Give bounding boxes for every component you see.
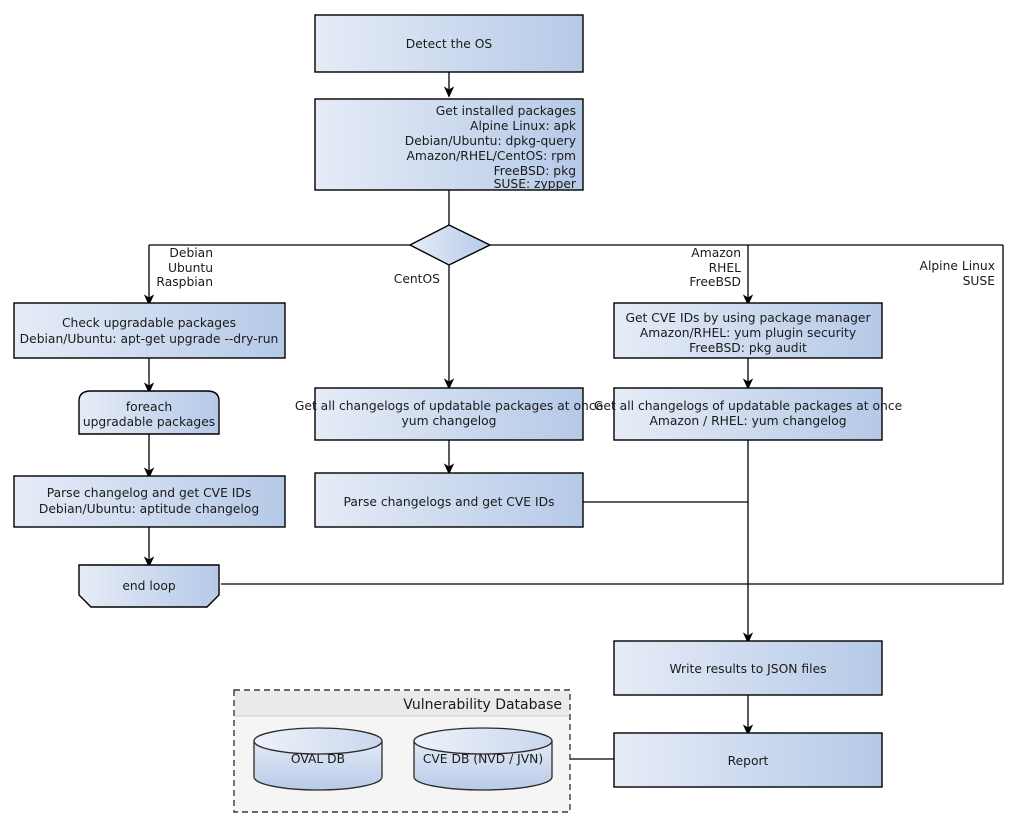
alpine-label-1: SUSE bbox=[963, 274, 995, 288]
check-upgradable-line-0: Check upgradable packages bbox=[62, 316, 236, 330]
node-detect-os[interactable]: Detect the OS bbox=[314, 14, 584, 73]
database-cylinder-cve: CVE DB (NVD / JVN) bbox=[413, 727, 553, 791]
centos-changelogs-line-0: Get all changelogs of updatable packages… bbox=[295, 399, 603, 413]
check-upgradable-line-1: Debian/Ubuntu: apt-get upgrade --dry-run bbox=[20, 332, 279, 346]
packages-line-2: Debian/Ubuntu: dpkg-query bbox=[405, 134, 576, 148]
get-cve-ids-line-1: Amazon/RHEL: yum plugin security bbox=[640, 326, 856, 340]
rhel-changelogs-line-1: Amazon / RHEL: yum changelog bbox=[649, 414, 846, 428]
database-cylinder-oval: OVAL DB bbox=[253, 727, 383, 791]
foreach-loop-shape[interactable] bbox=[78, 390, 220, 435]
packages-line-3: Amazon/RHEL/CentOS: rpm bbox=[406, 149, 576, 163]
check-upgradable-box[interactable] bbox=[13, 302, 286, 359]
branch-label-amazon: Amazon RHEL FreeBSD bbox=[689, 246, 741, 289]
rhel-changelogs-box[interactable] bbox=[613, 387, 883, 441]
node-report[interactable]: Report bbox=[613, 732, 883, 788]
end-loop-label: end loop bbox=[122, 579, 176, 593]
vulndb-title: Vulnerability Database bbox=[403, 697, 562, 713]
detect-os-box[interactable] bbox=[314, 14, 584, 73]
amazon-label-2: FreeBSD bbox=[689, 275, 741, 289]
detect-os-label: Detect the OS bbox=[406, 37, 493, 51]
node-parse-changelog-single[interactable]: Parse changelog and get CVE IDs Debian/U… bbox=[13, 475, 286, 528]
debian-label-2: Raspbian bbox=[156, 275, 213, 289]
report-label: Report bbox=[728, 754, 769, 768]
centos-changelogs-line-1: yum changelog bbox=[402, 414, 497, 428]
parse-changelog-box[interactable] bbox=[13, 475, 286, 528]
cve-db-top bbox=[413, 727, 553, 755]
alpine-label-0: Alpine Linux bbox=[920, 259, 995, 273]
packages-line-5: SUSE: zypper bbox=[494, 177, 577, 191]
oval-db-label: OVAL DB bbox=[291, 752, 345, 766]
node-os-decision[interactable] bbox=[408, 224, 492, 266]
get-cve-ids-box[interactable] bbox=[613, 302, 883, 359]
amazon-label-1: RHEL bbox=[709, 261, 742, 275]
os-decision-diamond[interactable] bbox=[408, 224, 492, 266]
end-loop-shape[interactable] bbox=[78, 564, 220, 608]
packages-line-0: Get installed packages bbox=[436, 104, 576, 118]
branch-label-debian: Debian Ubuntu Raspbian bbox=[156, 246, 213, 289]
centos-changelogs-box[interactable] bbox=[314, 387, 584, 441]
debian-label-1: Ubuntu bbox=[168, 261, 213, 275]
amazon-label-0: Amazon bbox=[691, 246, 741, 260]
packages-line-4: FreeBSD: pkg bbox=[494, 164, 576, 178]
report-box[interactable] bbox=[613, 732, 883, 788]
vulndb-header-band bbox=[235, 691, 569, 716]
node-get-installed-packages[interactable]: Get installed packages Alpine Linux: apk… bbox=[314, 98, 584, 191]
rhel-changelogs-line-0: Get all changelogs of updatable packages… bbox=[594, 399, 902, 413]
parse-changelog-line-0: Parse changelog and get CVE IDs bbox=[47, 486, 252, 500]
node-get-cve-ids-pkgmgr[interactable]: Get CVE IDs by using package manager Ama… bbox=[613, 302, 883, 359]
node-parse-changelogs-centos[interactable]: Parse changelogs and get CVE IDs bbox=[314, 472, 584, 528]
parse-changelog-line-1: Debian/Ubuntu: aptitude changelog bbox=[39, 502, 259, 516]
branch-label-centos: CentOS bbox=[394, 272, 440, 286]
get-cve-ids-line-2: FreeBSD: pkg audit bbox=[689, 341, 807, 355]
oval-db-body bbox=[253, 740, 383, 791]
write-json-label: Write results to JSON files bbox=[669, 662, 826, 676]
edge-alpine-bypass bbox=[748, 245, 1004, 585]
centos-label-0: CentOS bbox=[394, 272, 440, 286]
node-write-json[interactable]: Write results to JSON files bbox=[613, 640, 883, 696]
get-cve-ids-line-0: Get CVE IDs by using package manager bbox=[625, 311, 871, 325]
node-foreach-loop[interactable]: foreach upgradable packages bbox=[78, 390, 220, 435]
branch-label-alpine: Alpine Linux SUSE bbox=[920, 259, 995, 288]
foreach-line-0: foreach bbox=[126, 400, 172, 414]
node-centos-changelogs[interactable]: Get all changelogs of updatable packages… bbox=[295, 387, 603, 441]
parse-changelogs-centos-box[interactable] bbox=[314, 472, 584, 528]
write-json-box[interactable] bbox=[613, 640, 883, 696]
oval-db-top bbox=[253, 727, 383, 755]
get-installed-packages-box[interactable] bbox=[314, 98, 584, 191]
node-end-loop[interactable]: end loop bbox=[78, 564, 220, 608]
parse-changelogs-centos-label: Parse changelogs and get CVE IDs bbox=[344, 495, 555, 509]
packages-line-1: Alpine Linux: apk bbox=[470, 119, 577, 133]
debian-label-0: Debian bbox=[169, 246, 213, 260]
foreach-line-1: upgradable packages bbox=[83, 415, 215, 429]
cve-db-body bbox=[413, 740, 553, 791]
connectors bbox=[149, 72, 1004, 760]
vulnerability-database-group: Vulnerability Database OVAL DB CVE DB (N… bbox=[233, 689, 571, 813]
node-check-upgradable[interactable]: Check upgradable packages Debian/Ubuntu:… bbox=[13, 302, 286, 359]
cve-db-label: CVE DB (NVD / JVN) bbox=[423, 752, 543, 766]
node-rhel-changelogs[interactable]: Get all changelogs of updatable packages… bbox=[594, 387, 902, 441]
